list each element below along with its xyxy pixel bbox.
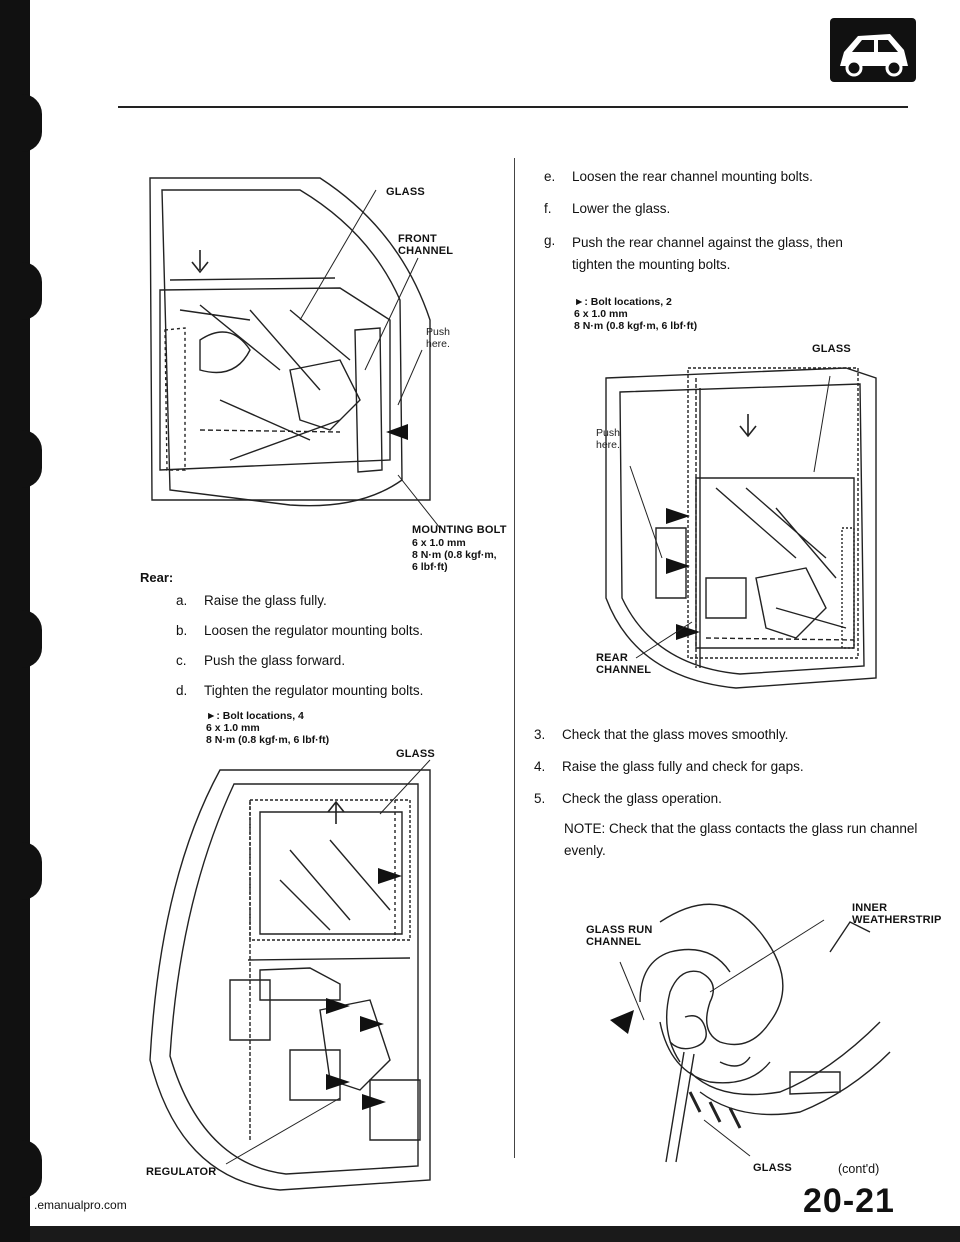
glass-run-channel-label: GLASS RUN CHANNEL [586,924,653,948]
step-5: 5. Check the glass operation. [534,791,722,806]
glass-label-weatherstrip: GLASS [753,1162,792,1174]
push-here-label: Push here. [426,326,450,350]
front-door-diagram [149,177,441,529]
mounting-bolt-label: MOUNTING BOLT [412,524,507,536]
continued-label: (cont'd) [838,1162,880,1176]
binding-tab [22,262,42,320]
step-b: b. Loosen the regulator mounting bolts. [176,623,424,638]
car-body-icon [830,18,916,82]
note-text: NOTE: Check that the glass contacts the … [564,821,918,858]
rear-bolt-spec: ►: Bolt locations, 4 6 x 1.0 mm 8 N·m (0… [206,710,330,746]
rear-heading: Rear: [140,570,174,585]
binding-tab [22,610,42,668]
rear-channel-label: REAR CHANNEL [596,652,652,676]
rear-channel-diagram [605,367,877,689]
binding-tab [22,1140,42,1198]
push-here-label-channel: Push here. [596,427,620,451]
weatherstrip-diagram [610,903,891,1163]
page-number: 20-21 [803,1182,895,1220]
glass-label-rear: GLASS [396,748,435,760]
mounting-bolt-spec: 6 x 1.0 mm 8 N·m (0.8 kgf·m, 6 lbf·ft) [412,537,497,573]
step-f: f. Lower the glass. [544,201,671,216]
binding-tab [22,94,42,152]
step-3: 3. Check that the glass moves smoothly. [534,727,789,742]
step-4: 4. Raise the glass fully and check for g… [534,759,804,774]
rear-regulator-diagram [149,759,431,1191]
column-divider [514,158,515,1158]
step-c: c. Push the glass forward. [176,653,346,668]
glass-label: GLASS [386,186,425,198]
inner-weatherstrip-label: INNER WEATHERSTRIP [852,902,942,926]
step-e: e. Loosen the rear channel mounting bolt… [544,169,813,184]
binding-tab [22,842,42,900]
footer-band [30,1226,960,1242]
step-g: g. Push the rear channel against the gla… [544,233,843,272]
step-d: d. Tighten the regulator mounting bolts. [176,683,424,698]
binding-tab [22,430,42,488]
front-channel-label: FRONT CHANNEL [398,233,454,257]
glass-label-channel: GLASS [812,343,851,355]
channel-bolt-spec: ►: Bolt locations, 2 6 x 1.0 mm 8 N·m (0… [574,296,698,332]
source-url: .emanualpro.com [34,1198,127,1212]
step-a: a. Raise the glass fully. [176,593,327,608]
regulator-label: REGULATOR [146,1166,217,1178]
header-rule [118,106,908,108]
